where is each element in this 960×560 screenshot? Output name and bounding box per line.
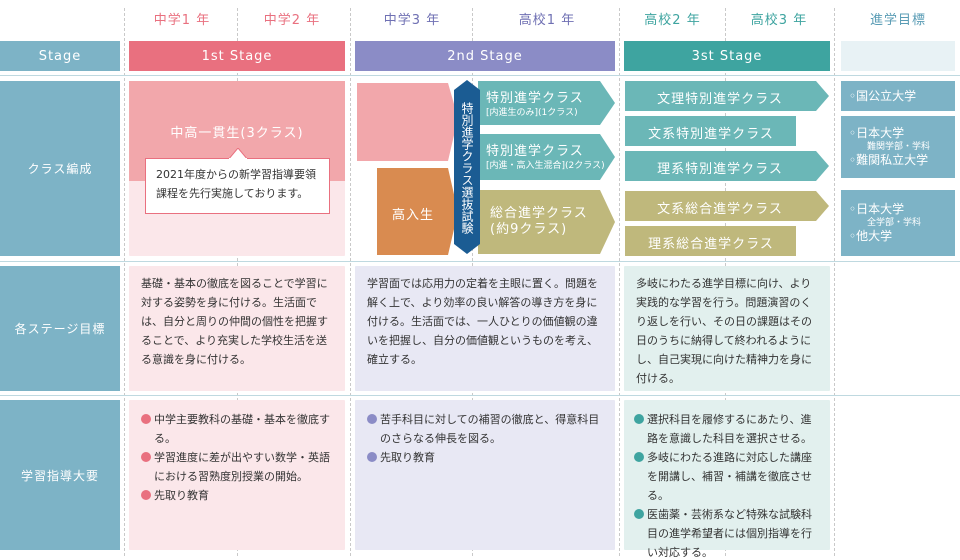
class-name: 総合進学クラス (490, 206, 588, 221)
stage1-goal-cell: 基礎・基本の徹底を図ることで学習に対する姿勢を身に付ける。生活面では、自分と周り… (129, 266, 345, 391)
stage3-class-0: 文理特別進学クラス (657, 92, 783, 107)
goal-line: ◦他大学 (849, 229, 893, 243)
stage-bar-2: 2nd Stage (355, 41, 615, 71)
note-pointer-gap (229, 158, 247, 159)
list-item: 多岐にわたる進路に対応した講座を開講し、補習・補講を徹底させる。 (634, 448, 820, 505)
list-item: 中学主要教科の基礎・基本を徹底する。 (141, 410, 333, 448)
list-item: 選択科目を履修するにあたり、進路を意識した科目を選択させる。 (634, 410, 820, 448)
list-item: 苦手科目に対しての補習の徹底と、得意科目のさらなる伸長を図る。 (367, 410, 603, 448)
row-separator (0, 261, 960, 262)
stage1-goal-text: 基礎・基本の徹底を図ることで学習に対する姿勢を身に付ける。生活面では、自分と周り… (141, 277, 328, 366)
stage3-guidance-list: 選択科目を履修するにあたり、進路を意識した科目を選択させる。 多岐にわたる進路に… (634, 410, 820, 560)
stage3-class-2: 理系特別進学クラス (657, 162, 783, 177)
note-callout-pointer (228, 148, 248, 160)
stage3-goal-cell: 多岐にわたる進学目標に向け、より実践的な学習を行う。問題演習のくり返しを行い、そ… (624, 266, 830, 391)
list-item: 学習進度に差が出やすい数学・英語における習熟度別授業の開始。 (141, 448, 333, 486)
grid-line (124, 8, 125, 556)
stage3-guidance-cell: 選択科目を履修するにあたり、進路を意識した科目を選択させる。 多岐にわたる進路に… (624, 400, 830, 559)
class-detail: [内進生のみ](1クラス) (486, 107, 578, 118)
grade-header-hs2: 高校2 年 (644, 13, 701, 28)
stage-label: Stage (0, 41, 120, 71)
stage-bar-3: 3st Stage (624, 41, 830, 71)
grade-header-hs3: 高校3 年 (750, 13, 808, 28)
class-name: 特別進学クラス (486, 90, 584, 106)
goal-line: ◦日本大学 (849, 126, 905, 140)
grid-line (619, 8, 620, 556)
stage2-guidance-cell: 苦手科目に対しての補習の徹底と、得意科目のさらなる伸長を図る。 先取り教育 (355, 400, 615, 550)
row-label-stage-goals: 各ステージ目標 (0, 266, 120, 391)
grid-line (350, 8, 351, 556)
grid-line (834, 8, 835, 556)
grade-header-jh3: 中学3 年 (383, 13, 441, 28)
stage2-class-general: 総合進学クラス (約9クラス) (490, 200, 614, 244)
goal-nihon-all: ◦日本大学 全学部・学科 ◦他大学 (841, 190, 955, 256)
selection-exam-banner (454, 80, 480, 254)
stage3-goal-text: 多岐にわたる進学目標に向け、より実践的な学習を行う。問題演習のくり返しを行い、そ… (636, 277, 812, 385)
goal-line: ◦難関私立大学 (849, 153, 929, 167)
stage1-guidance-cell: 中学主要教科の基礎・基本を徹底する。 学習進度に差が出やすい数学・英語における習… (129, 400, 345, 550)
grade-header-goal: 進学目標 (869, 13, 926, 28)
goal-sub: 難関学部・学科 (867, 142, 931, 152)
goal-header-bg (841, 41, 955, 71)
grade-header-jh1: 中学1 年 (153, 13, 211, 28)
stage2-goal-text: 学習面では応用力の定着を主眼に置く。問題を解く上で、より効率の良い解答の導き方を… (367, 277, 598, 366)
list-item: 先取り教育 (141, 486, 333, 505)
grade-header-jh2: 中学2 年 (263, 13, 321, 28)
stage3-class-3: 文系総合進学クラス (657, 202, 783, 217)
row-label-guidance: 学習指導大要 (0, 400, 120, 550)
stage2-class-special-mixed: 特別進学クラス [内進・高入生混合](2クラス) (486, 138, 610, 178)
list-item: 先取り教育 (367, 448, 603, 467)
goal-nihon-difficult: ◦日本大学 難関学部・学科 ◦難関私立大学 (841, 116, 955, 178)
class-name: 特別進学クラス (486, 143, 584, 159)
goal-line: ◦日本大学 (849, 202, 905, 216)
stage3-class-arrows (625, 81, 829, 256)
integrated-arrow (357, 83, 458, 161)
new-entry-arrow (377, 168, 458, 255)
list-item: 医歯薬・芸術系など特殊な試験科目の進学希望者には個別指導を行い対応する。 (634, 505, 820, 560)
class-detail: (約9クラス) (490, 222, 568, 237)
row-separator (0, 75, 960, 76)
stage2-guidance-list: 苦手科目に対しての補習の徹底と、得意科目のさらなる伸長を図る。 先取り教育 (367, 410, 603, 467)
stage2-class-special-internal: 特別進学クラス [内進生のみ](1クラス) (486, 86, 610, 124)
stage1-guidance-list: 中学主要教科の基礎・基本を徹底する。 学習進度に差が出やすい数学・英語における習… (141, 410, 333, 505)
goal-line: ◦国公立大学 (849, 88, 917, 103)
integrated-class-label: 中高一貫生(3クラス) (170, 126, 304, 141)
class-detail: [内進・高入生混合](2クラス) (486, 160, 605, 171)
grade-header-hs1: 高校1 年 (518, 13, 576, 28)
stage2-class-arrows (357, 81, 615, 255)
row-label-class-formation: クラス編成 (0, 81, 120, 256)
selection-exam-label: 特別進学クラス選抜試験 (460, 102, 474, 234)
goal-sub: 全学部・学科 (867, 218, 922, 228)
new-entry-label: 高入生 (391, 208, 434, 223)
stage-bar-1: 1st Stage (129, 41, 345, 71)
curriculum-note: 2021年度からの新学習指導要領課程を先行実施しております。 (145, 158, 330, 214)
stage3-class-4: 理系総合進学クラス (648, 237, 774, 252)
row-separator (0, 395, 960, 396)
stage3-class-1: 文系特別進学クラス (648, 127, 774, 142)
stage2-goal-cell: 学習面では応用力の定着を主眼に置く。問題を解く上で、より効率の良い解答の導き方を… (355, 266, 615, 391)
goal-national-univ: ◦国公立大学 (841, 81, 955, 111)
